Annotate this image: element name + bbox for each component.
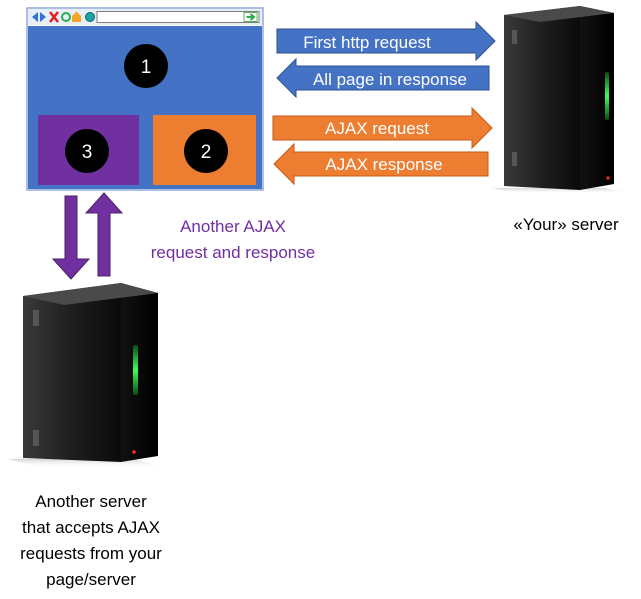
other-server-label-line4: page/server [46, 570, 136, 589]
address-bar [96, 11, 260, 23]
other-server-label-line1: Another server [35, 492, 147, 511]
other-server-label-line3: requests from your [20, 544, 162, 563]
other-server-icon [8, 283, 166, 468]
vertical-label-line2: request and response [151, 243, 315, 262]
arrow-up-response [84, 192, 124, 277]
arrow-ajax-request: AJAX request [272, 106, 493, 150]
home-icon [72, 11, 81, 22]
ajax-response-label: AJAX response [325, 155, 442, 174]
vertical-label-line1: Another AJAX [180, 217, 286, 236]
arrow-down-request [51, 195, 91, 280]
ajax-request-label: AJAX request [325, 119, 429, 138]
your-server-label: «Your» server [513, 215, 619, 234]
back-icon [32, 12, 38, 22]
first-request-label: First http request [303, 33, 431, 52]
arrow-ajax-response: AJAX response [273, 142, 489, 186]
region-3-badge [65, 129, 109, 173]
your-server-icon [492, 6, 632, 194]
browser-toolbar [28, 9, 262, 25]
region-3-number: 3 [82, 142, 93, 163]
region-1-badge [124, 44, 168, 88]
arrow-first-request: First http request [276, 20, 496, 62]
browser-window: 1 3 2 [26, 7, 264, 191]
region-2-number: 2 [201, 142, 212, 163]
region-2-badge [184, 129, 228, 173]
close-icon [49, 11, 59, 23]
forward-icon [40, 12, 46, 22]
page-response-label: All page in response [313, 70, 467, 89]
reload-icon [61, 12, 71, 22]
globe-icon [85, 12, 95, 22]
region-1-number: 1 [141, 57, 152, 78]
arrow-page-response: All page in response [276, 57, 490, 99]
other-server-label-line2: that accepts AJAX [22, 518, 160, 537]
